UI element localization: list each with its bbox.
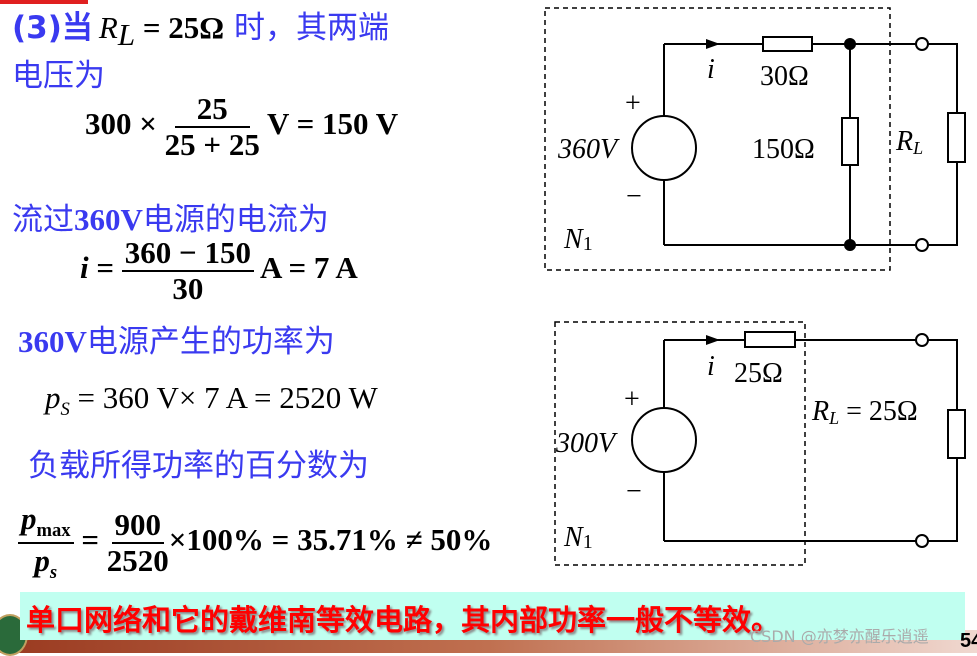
source-label: 360V (557, 134, 620, 165)
circuit1 (544, 7, 966, 271)
source-label: 300V (555, 428, 618, 459)
network-label: N1 (563, 224, 593, 255)
value: = 25Ω (135, 10, 225, 45)
network-label: N1 (563, 522, 593, 553)
r-series-label: 25Ω (734, 358, 783, 389)
r-series-label: 30Ω (760, 61, 809, 92)
load-resistor-icon (947, 112, 966, 163)
f4-num-var: p (21, 501, 37, 536)
terminal-icon (915, 333, 929, 347)
l3-prefix: 流过 (12, 202, 74, 238)
load-resistor-icon (947, 409, 966, 459)
l4-rest: 电源产生的功率为 (86, 324, 335, 360)
f3-sub: S (60, 399, 70, 421)
plus-sign: + (624, 384, 640, 415)
f3-var: p (45, 380, 61, 415)
f2-den: 30 (172, 271, 204, 307)
line4: 360V电源产生的功率为 (18, 316, 335, 361)
line2: 电压为 (12, 58, 105, 94)
network-boundary (554, 321, 806, 566)
f1-left: 300 × (85, 106, 157, 142)
conclusion-text: 单口网络和它的戴维南等效电路，其内部功率一般不等效。 (26, 603, 781, 637)
f2-lhs: i (80, 250, 89, 286)
f4-num2: 900 (111, 507, 165, 544)
plus-sign: + (625, 88, 641, 119)
f1-num: 25 (174, 91, 250, 129)
terminal-icon (915, 534, 929, 548)
l4-bold: 360V (18, 324, 87, 359)
voltage-source-icon (631, 407, 697, 473)
minus-sign: − (626, 476, 642, 507)
circuit2 (554, 321, 966, 566)
watermark: CSDN @亦梦亦醒乐逍遥 (750, 627, 929, 646)
var-r: R (98, 10, 118, 45)
network-boundary (544, 7, 891, 271)
part-label: (3)当 (12, 10, 93, 46)
current-label: i (707, 54, 715, 85)
minus-sign: − (626, 181, 642, 212)
terminal-icon (915, 238, 929, 252)
f2-eq: = (96, 250, 115, 286)
f3-rest: = 360 V× 7 A = 2520 W (69, 380, 378, 415)
f2-right: A = 7 A (260, 250, 358, 286)
r-shunt-label: 150Ω (752, 134, 815, 165)
f4-den-sub: s (49, 561, 58, 583)
suffix: 时，其两端 (224, 10, 389, 46)
current-arrow-icon (706, 335, 720, 345)
f1-den: 25 + 25 (164, 127, 260, 163)
f2-num: 360 − 150 (121, 235, 254, 273)
line3: 流过360V电源的电流为 (12, 194, 329, 239)
voltage-source-icon (631, 115, 697, 181)
terminal-icon (915, 37, 929, 51)
current-arrow-icon (706, 39, 720, 49)
f4-rest: ×100% = 35.71% ≠ 50% (168, 521, 493, 557)
load-label: RL (895, 126, 923, 158)
resistor-150-icon (841, 117, 859, 166)
resistor-25-icon (744, 331, 796, 348)
l3-bold: 360V (74, 202, 143, 237)
resistor-30-icon (762, 36, 813, 52)
var-sub: L (117, 17, 136, 53)
current-label: i (707, 351, 715, 382)
f4-den-var: p (34, 542, 50, 578)
load-label: RL = 25Ω (811, 396, 918, 428)
f1-right: V = 150 V (267, 106, 399, 142)
f4-num-sub: max (36, 520, 71, 542)
l3-rest: 电源的电流为 (142, 202, 329, 238)
f4-den2: 2520 (106, 542, 169, 578)
f4-eq: = (81, 521, 100, 557)
top-red-bar (0, 0, 88, 4)
page-number: 54 (960, 630, 977, 652)
formula3: pS = 360 V× 7 A = 2520 W (45, 380, 378, 421)
conclusion-banner (20, 592, 965, 640)
line5: 负载所得功率的百分数为 (28, 448, 369, 484)
